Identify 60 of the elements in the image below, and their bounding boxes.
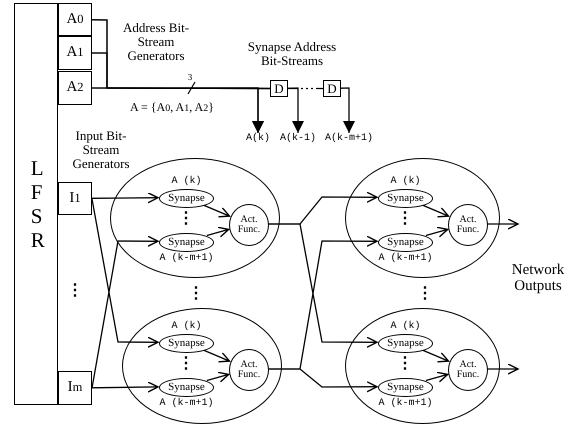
address-label: A (k) bbox=[389, 176, 422, 188]
arrow bbox=[426, 226, 448, 238]
arrow bbox=[487, 218, 519, 230]
vertical-ellipsis: ⋮ bbox=[419, 284, 431, 304]
vertical-ellipsis: ⋮ bbox=[180, 209, 192, 230]
address-label: A (k-m+1) bbox=[158, 398, 214, 410]
arrow bbox=[206, 226, 230, 238]
address-label: A (k-m+1) bbox=[377, 253, 434, 265]
arrow bbox=[92, 192, 159, 204]
address-label: A(k-1) bbox=[278, 133, 318, 146]
arrow bbox=[92, 87, 264, 133]
neuron-ellipse bbox=[345, 308, 500, 424]
activation-function-circle: Act. Func. bbox=[229, 349, 269, 391]
arrow bbox=[426, 372, 448, 383]
caption-text: Network Outputs bbox=[510, 260, 566, 296]
caption-text: Synapse Address Bit-Streams bbox=[246, 38, 338, 70]
bus-width-number: 3 bbox=[186, 72, 194, 84]
address-label: A (k-m+1) bbox=[377, 398, 434, 410]
synapse-ellipse: Synapse bbox=[378, 334, 433, 353]
vertical-ellipsis: ⋮ bbox=[399, 209, 411, 230]
activation-function-circle: Act. Func. bbox=[229, 204, 269, 246]
vertical-ellipsis: ⋮ bbox=[399, 354, 411, 374]
address-label: A(k) bbox=[243, 133, 273, 146]
delay-box: D bbox=[323, 80, 341, 97]
arrow bbox=[268, 368, 378, 392]
address-label: A (k) bbox=[389, 321, 422, 333]
vertical-ellipsis: ⋮ bbox=[180, 354, 192, 374]
neuron-ellipse bbox=[345, 158, 500, 278]
neuron-ellipse bbox=[122, 308, 282, 424]
arrow bbox=[92, 381, 159, 393]
lfsr-register-box: L F S R bbox=[14, 3, 58, 405]
synapse-ellipse: Synapse bbox=[378, 233, 433, 252]
arrow bbox=[422, 204, 450, 218]
address-label: A (k) bbox=[170, 176, 202, 188]
arrow bbox=[340, 87, 355, 133]
vertical-ellipsis: ⋮ bbox=[190, 284, 202, 304]
vertical-ellipsis: ⋮ bbox=[69, 281, 81, 302]
arrow bbox=[202, 349, 230, 363]
arrow bbox=[422, 349, 450, 363]
caption-text: Input Bit-Stream Generators bbox=[71, 126, 131, 174]
delay-box: D bbox=[270, 80, 288, 97]
synapse-ellipse: Synapse bbox=[378, 378, 433, 397]
activation-function-circle: Act. Func. bbox=[448, 204, 488, 246]
synapse-ellipse: Synapse bbox=[159, 334, 214, 353]
address-label: A (k) bbox=[170, 321, 202, 333]
arrow bbox=[202, 204, 230, 218]
arrow bbox=[268, 223, 378, 348]
arrow bbox=[206, 372, 230, 383]
arrow bbox=[91, 236, 159, 389]
synapse-ellipse: Synapse bbox=[159, 378, 214, 397]
arrow bbox=[91, 198, 159, 348]
synapse-ellipse: Synapse bbox=[159, 233, 214, 252]
address-label: A (k-m+1) bbox=[158, 253, 214, 265]
arrow bbox=[288, 87, 304, 133]
activation-function-circle: Act. Func. bbox=[448, 349, 488, 391]
address-label: A(k-m+1) bbox=[320, 133, 378, 146]
arrow bbox=[487, 363, 519, 375]
synapse-ellipse: Synapse bbox=[378, 189, 433, 208]
synapse-ellipse: Synapse bbox=[159, 189, 214, 208]
caption-text: Address Bit-Stream Generators bbox=[122, 18, 190, 66]
